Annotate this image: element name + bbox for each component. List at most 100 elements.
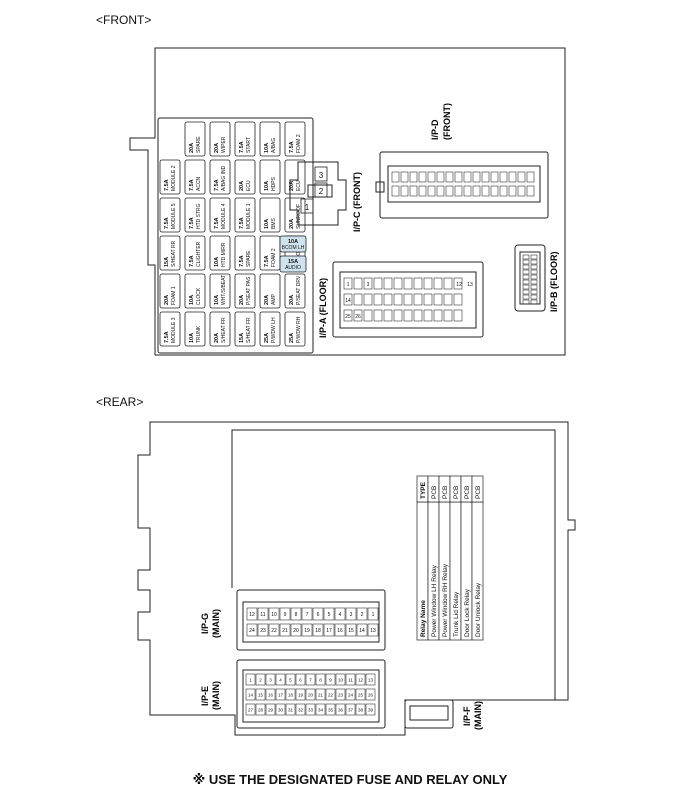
relay-table-cell: Power Window RH Relay	[438, 501, 451, 641]
relay-table-text: Relay Name	[420, 600, 427, 637]
ip-a-pin	[353, 277, 363, 290]
ip-e-pin-number: 38	[358, 708, 364, 713]
ip-g-pin-number: 3	[350, 612, 353, 618]
fuse-rating: 20A	[214, 143, 220, 153]
ip-e-pin-number: 3	[269, 678, 272, 683]
ip-b-pin	[530, 279, 538, 285]
ip-e-pin-number: 4	[279, 678, 282, 683]
fuse-name: FOAM 1	[171, 286, 177, 305]
ip-d-pin	[481, 171, 490, 183]
fuse-rating: 10A	[189, 295, 195, 305]
relay-table-text: Door Unlock Relay	[475, 582, 482, 637]
ip-g-pin-number: 9	[284, 612, 287, 618]
fuse-rating: 10A	[189, 333, 195, 343]
ip-d-pin	[508, 171, 517, 183]
ip-b-pins	[522, 254, 538, 305]
ip-g-pin: 24	[246, 623, 258, 637]
fuse-name: MODULE 4	[221, 203, 227, 229]
ip-a-pin	[353, 309, 363, 322]
ip-a-pin	[343, 277, 353, 290]
ip-e-pin-number: 19	[298, 693, 304, 698]
ip-a-pin	[433, 293, 443, 306]
fuse-rating: 25A	[264, 333, 270, 343]
ip-e-pin-number: 25	[358, 693, 364, 698]
ip-e-pin: 35	[325, 703, 336, 716]
ip-a-pin	[413, 293, 423, 306]
ip-e-pin-number: 7	[309, 678, 312, 683]
ip-e-pin: 34	[315, 703, 326, 716]
ip-d-pin	[526, 171, 535, 183]
ip-a-pin	[383, 293, 393, 306]
ip-a-pin	[373, 293, 383, 306]
fuse-rating: 7.5A	[164, 217, 170, 229]
fuse-name: DR LOCK	[296, 244, 302, 267]
ip-c-pin-number: 3	[319, 171, 324, 180]
ip-g-pin: 7	[301, 607, 313, 621]
ip-a-pin	[453, 293, 463, 306]
ip-g-pin: 10	[268, 607, 280, 621]
ip-g-pin: 15	[345, 623, 357, 637]
ip-g-connector	[236, 589, 386, 651]
ip-e-pin: 31	[285, 703, 296, 716]
ip-e-pin-number: 8	[319, 678, 322, 683]
ip-e-pin-number: 21	[318, 693, 324, 698]
ip-b-pin	[522, 289, 530, 295]
ip-e-label-line2: (MAIN)	[211, 681, 221, 710]
fuse-name: MODULE 2	[171, 165, 177, 191]
ip-g-pin-number: 1	[372, 612, 375, 618]
boxed-fuse-rating: 10A	[288, 239, 298, 245]
ip-b-pin	[522, 264, 530, 270]
ip-e-pin: 7	[305, 673, 316, 686]
ip-e-pin-number: 17	[278, 693, 284, 698]
ip-b-pin	[522, 279, 530, 285]
fuse-rating: 10A	[264, 143, 270, 153]
fuse-name: A/BAG IND	[221, 165, 227, 191]
ip-a-pin	[393, 277, 403, 290]
ip-g-pin-number: 14	[359, 628, 365, 634]
ip-e-pin-number: 39	[368, 708, 374, 713]
ip-d-pin	[418, 171, 427, 183]
ip-g-pin: 6	[312, 607, 324, 621]
fuse-rating: 7.5A	[189, 255, 195, 267]
fuse-rating: 7.5A	[289, 141, 295, 153]
relay-table-text: Door Lock Relay	[464, 588, 471, 637]
footer-notice: ※ USE THE DESIGNATED FUSE AND RELAY ONLY	[192, 772, 508, 787]
ip-g-pin-number: 21	[282, 628, 288, 634]
ip-g-pin-number: 16	[337, 628, 343, 634]
fuse-rating: 20A	[239, 295, 245, 305]
ip-b-pin	[530, 274, 538, 280]
ip-b-pin	[522, 284, 530, 290]
ip-g-pin: 22	[268, 623, 280, 637]
ip-a-pin-number: 14	[345, 298, 351, 304]
fuse-rating: 20A	[239, 181, 245, 191]
ip-c-label: I/P-C (FRONT)	[352, 172, 362, 232]
fuse-rating: 20A	[189, 143, 195, 153]
ip-b-pin	[522, 274, 530, 280]
ip-c-pin-number: 1	[305, 203, 310, 212]
relay-table-cell: PCB	[471, 475, 484, 503]
ip-a-pin	[423, 277, 433, 290]
fuse-rating: 10A	[264, 219, 270, 229]
fuse-rating: 10A	[214, 257, 220, 267]
ip-b-pin	[522, 269, 530, 275]
fuse-name: SUNROOF	[296, 204, 302, 229]
ip-e-pin-number: 30	[278, 708, 284, 713]
ip-a-pin	[423, 309, 433, 322]
ip-b-pin	[530, 284, 538, 290]
ip-e-pin: 22	[325, 688, 336, 701]
ip-d-pin	[436, 171, 445, 183]
relay-table-cell: Door Lock Relay	[460, 501, 473, 641]
ip-b-pin	[530, 289, 538, 295]
ip-e-pin-number: 1	[249, 678, 252, 683]
relay-table-cell: PCB	[460, 475, 473, 503]
